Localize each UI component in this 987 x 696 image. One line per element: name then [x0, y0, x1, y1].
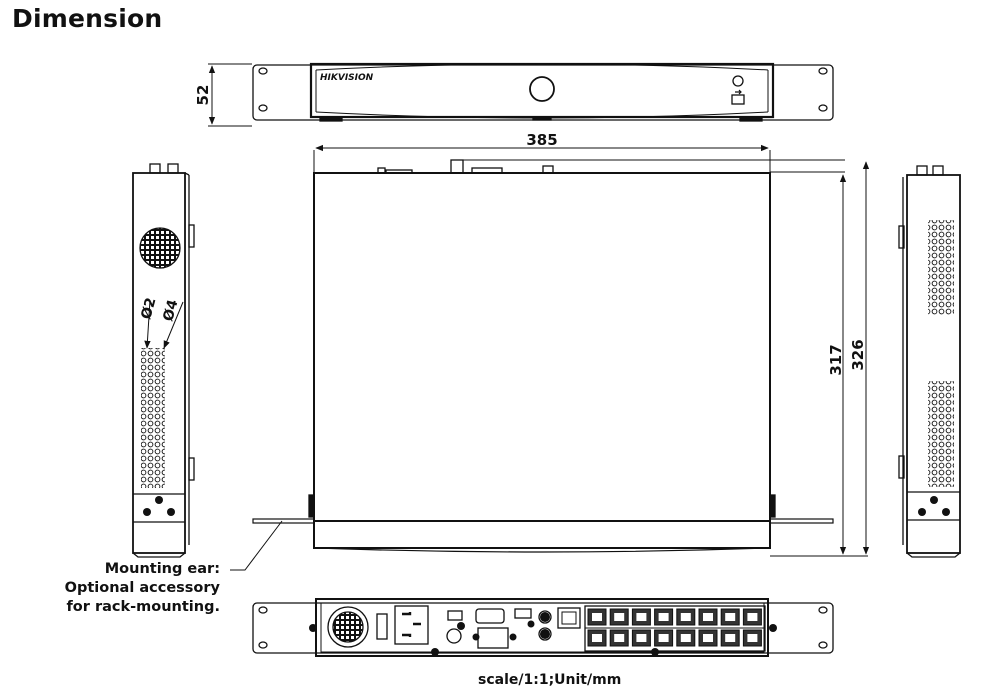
- lan-uplink-port: [557, 607, 581, 629]
- vent-holes-top: [928, 220, 954, 315]
- mounting-ear-left: [252, 518, 315, 524]
- rear-view: [252, 598, 834, 657]
- fan-icon: [327, 606, 369, 648]
- hole-diameter-small-label: Ø2: [138, 296, 159, 321]
- vent-holes: [141, 348, 165, 488]
- lan-port-socket: [592, 634, 602, 642]
- scale-note: scale/1:1;Unit/mm: [478, 672, 622, 688]
- lan-port-socket: [636, 634, 647, 642]
- power-switch: [376, 613, 388, 640]
- rear-connector: [471, 167, 503, 174]
- ear-hole: [818, 67, 828, 75]
- top-view: [230, 144, 870, 571]
- rear-connector: [450, 159, 464, 174]
- lan-port-socket: [592, 613, 602, 621]
- power-button-icon: [529, 76, 555, 102]
- top-body: [313, 172, 771, 549]
- rear-connector: [377, 167, 386, 174]
- right-side-feet: [918, 496, 950, 516]
- rear-connector: [542, 165, 554, 174]
- mounting-note-line2: Optional accessory: [64, 580, 220, 596]
- usb-port-icon: [731, 94, 745, 105]
- ear-hole: [818, 104, 828, 112]
- indicator-icon: [732, 75, 744, 87]
- vent-holes-bottom: [928, 381, 954, 487]
- lan-port-socket: [747, 613, 758, 621]
- usb-port: [447, 610, 463, 621]
- ear-hole: [258, 67, 268, 75]
- lan-port-grid: [587, 608, 762, 647]
- lan-port-socket: [636, 613, 647, 621]
- audio-port: [446, 628, 462, 644]
- lan-port-socket: [680, 613, 691, 621]
- mounting-note-line3: for rack-mounting.: [66, 599, 221, 615]
- front-view: [208, 62, 834, 127]
- ear-hole: [258, 104, 268, 112]
- lan-port-socket: [703, 613, 713, 621]
- dimension-width-label: 385: [526, 131, 557, 149]
- lan-port-socket: [680, 634, 691, 642]
- vga-port: [475, 608, 505, 624]
- lan-port-socket: [725, 613, 736, 621]
- lan-port-socket: [658, 613, 669, 621]
- lan-port-socket: [725, 634, 736, 642]
- fan-vent-icon: [139, 227, 181, 269]
- dimension-depth-body-label: 317: [827, 344, 845, 375]
- right-side-view: [898, 165, 961, 558]
- lan-port-socket: [614, 634, 625, 642]
- brand-logo: HIKVISION: [320, 73, 374, 83]
- hdmi-out-port: [514, 608, 532, 619]
- dimension-depth-total-label: 326: [849, 339, 867, 370]
- lan-port-socket: [747, 634, 758, 642]
- lan-port-socket: [703, 634, 713, 642]
- lan-port-socket: [614, 613, 625, 621]
- left-side-view: [132, 163, 195, 558]
- power-inlet-icon: [394, 605, 429, 645]
- page-title: Dimension: [12, 4, 163, 33]
- left-side-feet: [143, 496, 175, 516]
- mounting-ear-note: Mounting ear: Optional accessory for rac…: [40, 560, 220, 617]
- hdmi-port: [477, 627, 509, 649]
- lan-port-socket: [658, 634, 669, 642]
- hole-diameter-large-label: Ø4: [160, 298, 181, 323]
- rear-screws: [309, 612, 777, 656]
- mounting-note-line1: Mounting ear:: [104, 561, 220, 577]
- front-panel: [309, 62, 775, 119]
- mounting-ear-right: [769, 518, 834, 524]
- dimension-height-label: 52: [194, 85, 212, 106]
